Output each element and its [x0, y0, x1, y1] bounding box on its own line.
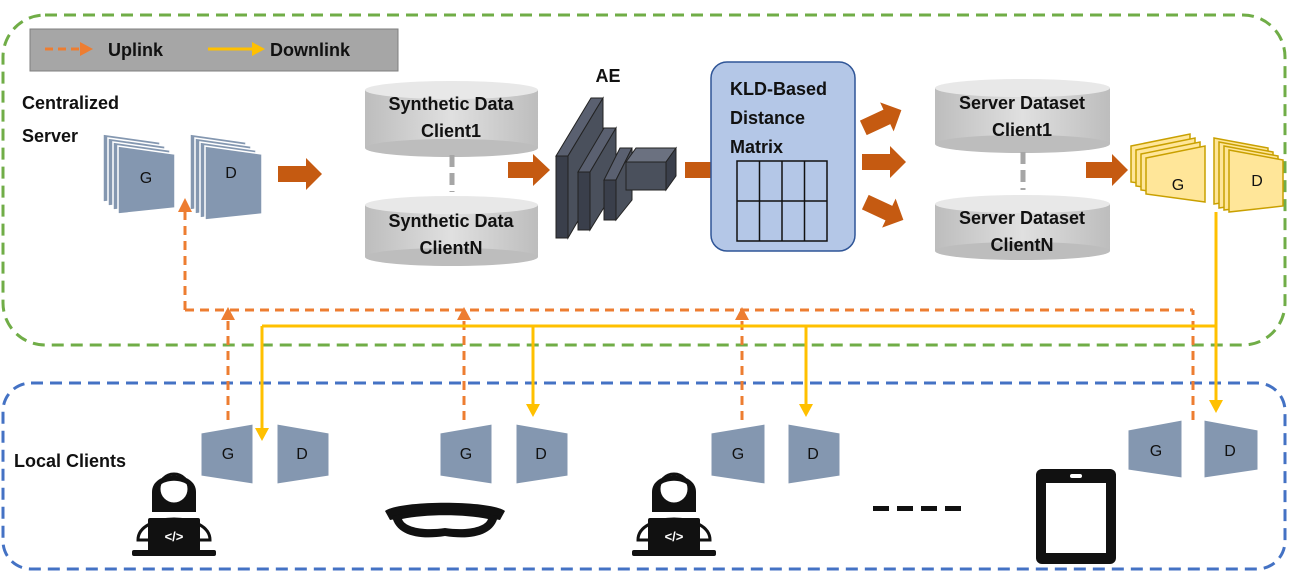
server-dataset-clientn-label-line1: Server Dataset: [959, 208, 1085, 228]
client2-gan: [439, 423, 569, 485]
legend-downlink-label: Downlink: [270, 40, 351, 60]
tablet-icon: [1036, 469, 1116, 564]
arrow-dataset-to-global-gan: [1086, 154, 1128, 186]
legend-uplink-label: Uplink: [108, 40, 164, 60]
client3-gan: [710, 423, 841, 485]
global-discriminator: [1228, 149, 1284, 213]
client4-generator: [1127, 419, 1183, 479]
client4-gan: [1127, 419, 1259, 479]
more-clients-ellipsis-icon: [873, 506, 961, 511]
svg-text:</>: </>: [665, 529, 684, 544]
server-dataset-client1-cylinder: [935, 79, 1110, 153]
synthetic-data-client1-cylinder: [365, 81, 538, 157]
centralized-server-region: [1, 13, 1287, 347]
svg-text:</>: </>: [165, 529, 184, 544]
client1-discriminator: [276, 423, 330, 485]
synthetic-data-clientn-cylinder: [365, 196, 538, 266]
client1-gan: [200, 423, 330, 485]
centralized-server-title: Centralized: [22, 93, 119, 113]
global-generator: [1145, 145, 1206, 203]
uplink-arrowheads: [178, 198, 749, 320]
server-dataset-client1-label-line2: Client1: [992, 120, 1052, 140]
kld-label-line3: Matrix: [730, 137, 783, 157]
uplink-lines: [183, 210, 1195, 420]
developer-laptop-icon-2: </>: [632, 472, 716, 556]
client1-generator: [200, 423, 254, 485]
kld-label-line2: Distance: [730, 108, 805, 128]
synthetic-client1-label-line2: Client1: [421, 121, 481, 141]
global-gan: [1130, 133, 1284, 213]
centralized-server-title-line2: Server: [22, 126, 78, 146]
synthetic-client1-label-line1: Synthetic Data: [388, 94, 514, 114]
client2-discriminator: [515, 423, 569, 485]
server-discriminator-label: D: [225, 165, 237, 182]
client2-generator-label: G: [460, 446, 472, 463]
server-generator-label: G: [140, 170, 152, 187]
developer-laptop-icon: </>: [132, 472, 216, 556]
client1-generator-label: G: [222, 446, 234, 463]
downlink-arrowheads: [255, 400, 1223, 441]
downlink-lines: [260, 212, 1218, 428]
local-clients-title: Local Clients: [14, 451, 126, 471]
arrow-synthetic-to-ae: [508, 154, 550, 186]
vr-headset-icon: [385, 502, 505, 538]
ae-label: AE: [595, 66, 620, 86]
arrow-kld-to-dataset-3: [861, 194, 904, 228]
server-dataset-client1-label-line1: Server Dataset: [959, 93, 1085, 113]
global-discriminator-label: D: [1251, 173, 1263, 190]
client4-discriminator: [1203, 419, 1259, 479]
server-discriminator: [204, 145, 263, 221]
client3-discriminator: [787, 423, 841, 485]
kld-distance-matrix-box: [710, 61, 856, 252]
kld-label-line1: KLD-Based: [730, 79, 827, 99]
client3-generator-label: G: [732, 446, 744, 463]
client1-discriminator-label: D: [296, 446, 308, 463]
synthetic-clientn-label-line2: ClientN: [420, 238, 483, 258]
arrow-kld-to-dataset-1: [859, 102, 902, 136]
arrow-gan-to-synthetic: [278, 158, 322, 190]
client2-generator: [439, 423, 493, 485]
server-dataset-clientn-label-line2: ClientN: [991, 235, 1054, 255]
server-gan: [102, 133, 263, 221]
client3-generator: [710, 423, 766, 485]
client4-generator-label: G: [1150, 443, 1162, 460]
server-dataset-clientn-cylinder: [935, 195, 1110, 260]
client2-discriminator-label: D: [535, 446, 547, 463]
distance-matrix-grid: [736, 160, 828, 242]
client4-discriminator-label: D: [1224, 443, 1236, 460]
global-generator-label: G: [1172, 177, 1184, 194]
arrow-kld-to-dataset-2: [862, 146, 906, 178]
synthetic-clientn-label-line1: Synthetic Data: [388, 211, 514, 231]
server-generator: [117, 145, 176, 215]
legend: Uplink Downlink: [29, 28, 399, 72]
autoencoder-icon: [555, 96, 677, 240]
local-clients-region: [1, 381, 1287, 571]
client3-discriminator-label: D: [807, 446, 819, 463]
